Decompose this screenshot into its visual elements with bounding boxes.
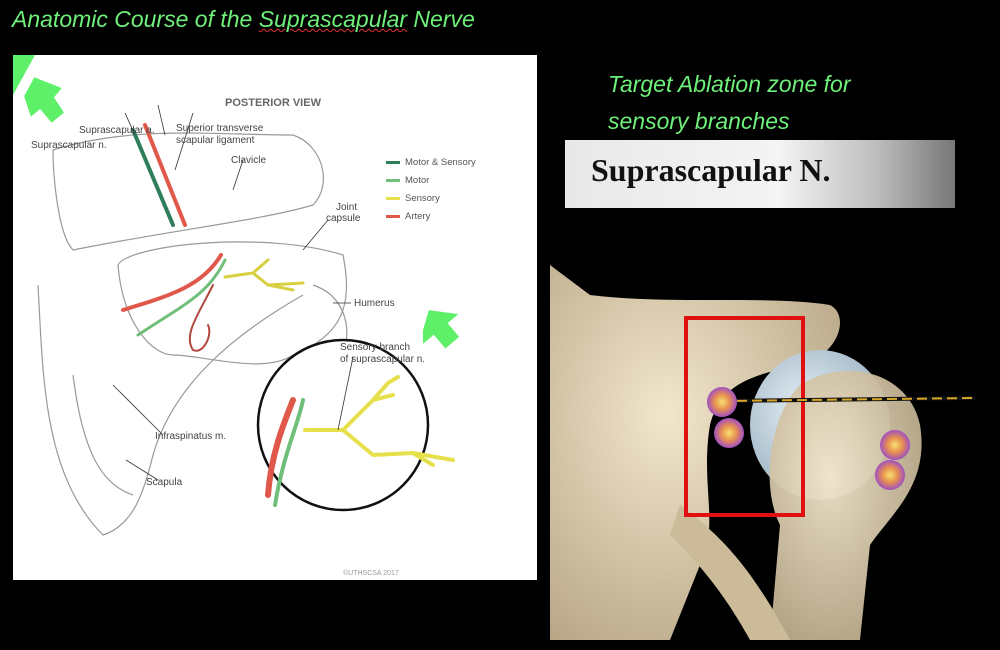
label-ligament-line1: Superior transverse bbox=[176, 123, 264, 134]
slide-title: Anatomic Course of the Suprascapular Ner… bbox=[12, 6, 475, 32]
label-scapula: Scapula bbox=[146, 477, 183, 488]
suprascapular-banner: Suprascapular N. bbox=[565, 140, 955, 208]
target-zone-box bbox=[684, 316, 805, 517]
label-clavicle: Clavicle bbox=[231, 155, 267, 166]
ablation-point bbox=[714, 418, 744, 448]
ablation-point bbox=[880, 430, 910, 460]
label-sensory-line1: Sensory branch bbox=[340, 342, 411, 353]
legend-item: Motor bbox=[386, 171, 476, 189]
label-suprascapular-nerve: Suprascapular n. bbox=[31, 140, 107, 151]
label-suprascapular-artery: Suprascapular a. bbox=[79, 125, 155, 136]
label-joint-line1: Joint bbox=[336, 202, 358, 213]
legend: Motor & Sensory Motor Sensory Artery bbox=[386, 153, 476, 225]
legend-item: Motor & Sensory bbox=[386, 153, 476, 171]
shoulder-illustration bbox=[13, 55, 460, 536]
posterior-view-heading: POSTERIOR VIEW bbox=[225, 97, 321, 109]
label-ligament-line2: scapular ligament bbox=[176, 135, 255, 146]
shoulder-ablation-image bbox=[550, 265, 1000, 640]
legend-item: Sensory bbox=[386, 189, 476, 207]
label-infraspinatus: Infraspinatus m. bbox=[155, 431, 227, 442]
ablation-point bbox=[707, 387, 737, 417]
label-sensory-line2: of suprascapular n. bbox=[340, 354, 426, 365]
label-humerus: Humerus bbox=[354, 298, 395, 309]
ablation-point bbox=[875, 460, 905, 490]
legend-item: Artery bbox=[386, 207, 476, 225]
posterior-view-diagram: POSTERIOR VIEW Suprascapular a. Suprasca… bbox=[13, 55, 537, 580]
copyright: ©UTHSCSA 2017 bbox=[343, 570, 399, 577]
label-joint-line2: capsule bbox=[326, 213, 361, 224]
